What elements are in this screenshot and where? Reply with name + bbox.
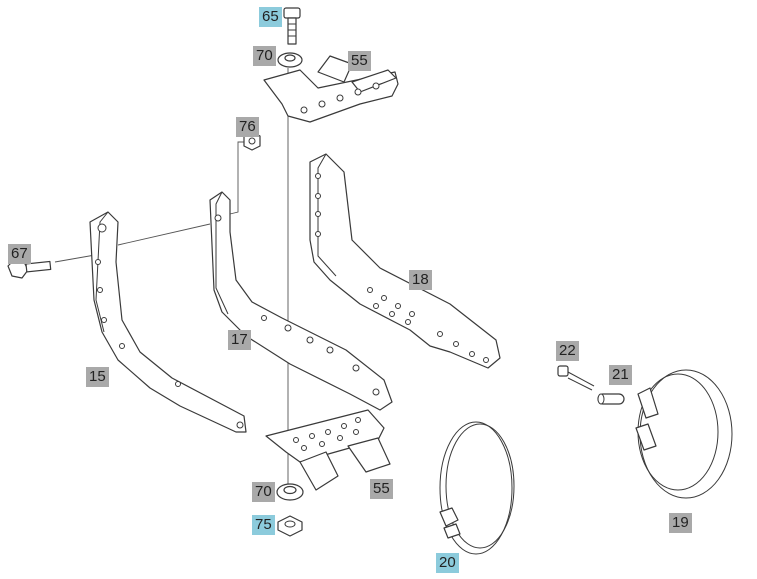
callout-22[interactable]: 22 bbox=[556, 341, 579, 361]
callout-20[interactable]: 20 bbox=[436, 553, 459, 573]
pin-21-part[interactable] bbox=[597, 393, 625, 405]
bracket-17-part[interactable] bbox=[209, 191, 393, 411]
callout-70-top[interactable]: 70 bbox=[253, 46, 276, 66]
callout-65[interactable]: 65 bbox=[259, 7, 282, 27]
callout-70-bottom[interactable]: 70 bbox=[252, 482, 275, 502]
bolt-65-part[interactable] bbox=[283, 7, 301, 45]
washer-70-bottom-part[interactable] bbox=[276, 483, 304, 501]
bracket-15-part[interactable] bbox=[89, 211, 247, 433]
bolt-22-part[interactable] bbox=[557, 365, 595, 391]
callout-55-top[interactable]: 55 bbox=[348, 51, 371, 71]
callout-67[interactable]: 67 bbox=[8, 244, 31, 264]
callout-15[interactable]: 15 bbox=[86, 367, 109, 387]
bracket-55-bottom-part[interactable] bbox=[265, 409, 391, 491]
nut-75-part[interactable] bbox=[277, 515, 303, 537]
callout-21[interactable]: 21 bbox=[609, 365, 632, 385]
bracket-18-part[interactable] bbox=[309, 153, 501, 369]
callout-55-bottom[interactable]: 55 bbox=[370, 479, 393, 499]
clamp-19-part[interactable] bbox=[635, 369, 733, 499]
callout-19[interactable]: 19 bbox=[669, 513, 692, 533]
callout-76[interactable]: 76 bbox=[236, 117, 259, 137]
clamp-20-part[interactable] bbox=[439, 421, 515, 555]
leader-lines bbox=[54, 68, 289, 490]
washer-70-top-part[interactable] bbox=[277, 52, 303, 68]
callout-75[interactable]: 75 bbox=[252, 515, 275, 535]
callout-17[interactable]: 17 bbox=[228, 330, 251, 350]
callout-18[interactable]: 18 bbox=[409, 270, 432, 290]
